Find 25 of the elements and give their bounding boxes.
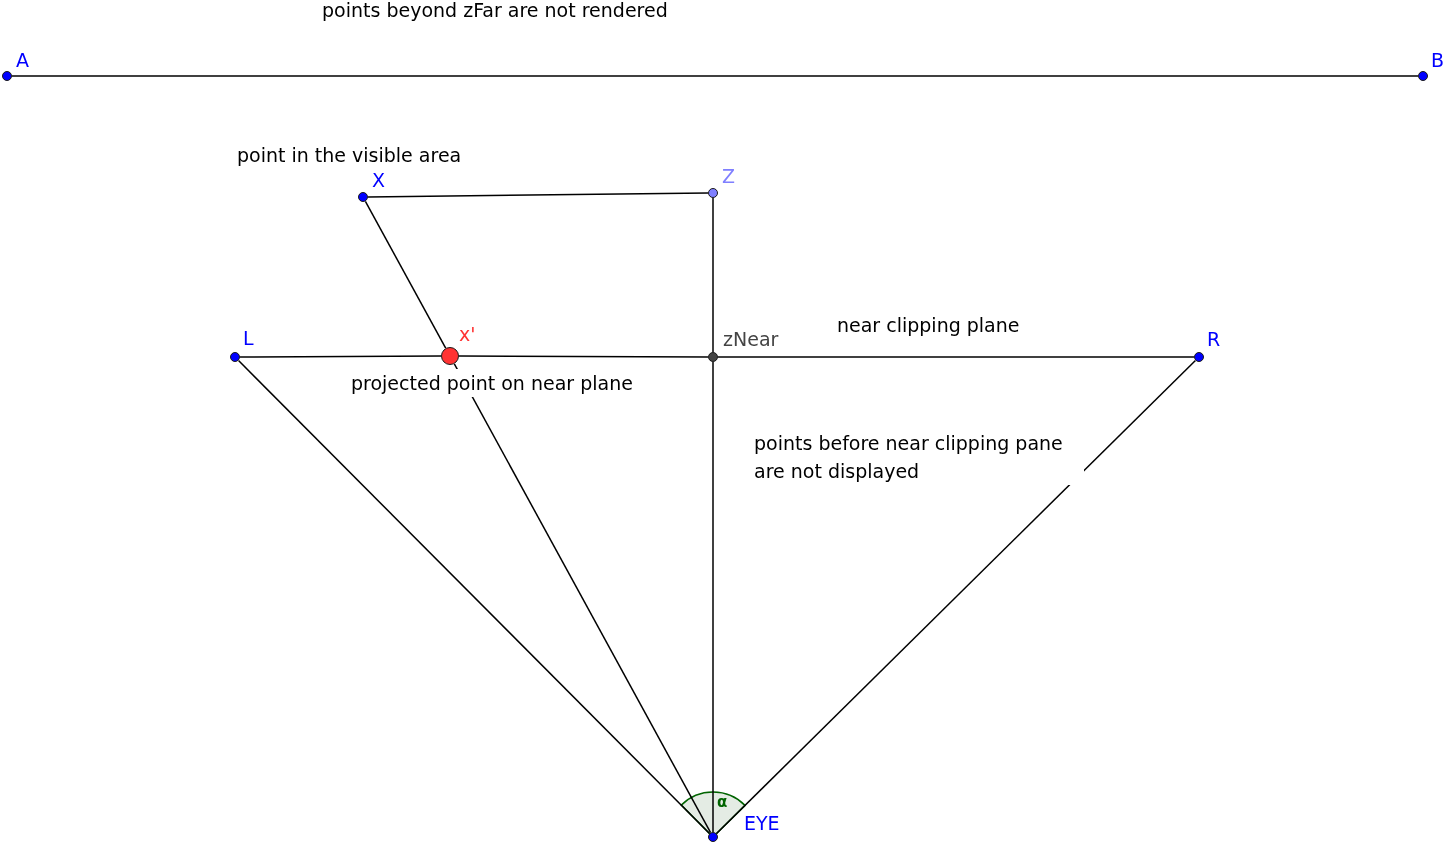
line-segment xyxy=(717,356,1195,358)
annotation-text: point in the visible area xyxy=(237,143,462,168)
line-segment xyxy=(11,75,1419,77)
annotation-text: points beyond zFar are not rendered xyxy=(322,0,668,23)
line-segment xyxy=(715,359,1197,835)
point-label: L xyxy=(243,327,254,349)
point-label: Z xyxy=(722,165,736,187)
line-segment xyxy=(453,363,712,834)
line-segment xyxy=(712,197,714,353)
annotation-text: near clipping plane xyxy=(837,313,1020,338)
point-label: EYE xyxy=(744,812,780,834)
line-segment xyxy=(458,355,709,358)
line-segment xyxy=(364,200,447,349)
line-segment xyxy=(239,355,442,358)
line-segment xyxy=(237,359,711,835)
line-segment xyxy=(367,192,709,198)
point-label: R xyxy=(1207,328,1221,350)
point-label: B xyxy=(1431,49,1443,71)
point-label: x' xyxy=(459,323,476,345)
annotation-text: projected point on near plane xyxy=(351,369,633,397)
angle-label: α xyxy=(717,792,728,813)
point-label: zNear xyxy=(723,328,779,350)
point-label: X xyxy=(372,169,386,191)
point-label: A xyxy=(16,49,29,71)
line-segment xyxy=(712,361,714,833)
